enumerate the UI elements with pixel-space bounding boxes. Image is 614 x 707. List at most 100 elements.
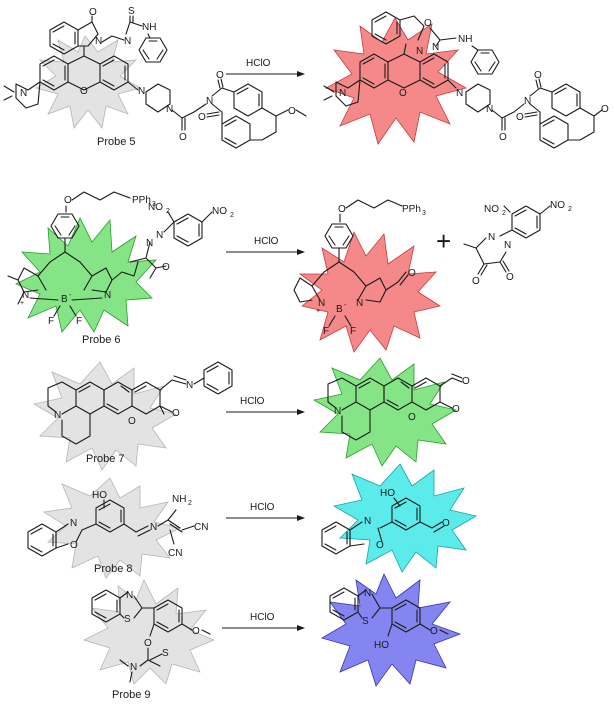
atom-N-6d: N: [156, 230, 163, 241]
atom-2-b6a: 2: [502, 210, 506, 217]
probe-8-reaction: HO N O N NH 2 CN CN Probe 8 HClO HO: [27, 463, 478, 579]
atom-N-9: N: [126, 590, 133, 601]
atom-O-7b: O: [172, 408, 180, 419]
atom-O-p7c: O: [462, 376, 470, 387]
atom-plus-6: +: [20, 300, 24, 307]
byproduct-6-structure: NO 2 NO 2 N N O O: [463, 200, 572, 287]
probe-7-label: Probe 7: [86, 453, 125, 465]
atom-O-6b: O: [162, 262, 170, 273]
probe-7-reaction: O O N N Probe 7 HClO O O O: [32, 357, 470, 471]
atom-N-p5c: N: [339, 88, 346, 99]
probe-8-structure: HO N O N NH 2 CN CN: [27, 490, 208, 559]
atom-NO-b6b: NO: [550, 200, 565, 211]
atom-S-9a: S: [124, 614, 131, 625]
atom-N-5c: N: [20, 88, 27, 99]
atom-N-p5b: N: [416, 46, 423, 57]
probe-5-structure: O N N S NH O N N: [3, 6, 307, 149]
atom-O-6a: O: [64, 195, 72, 206]
product-6-glow: [298, 230, 442, 353]
atom-plus-p6: +: [316, 308, 320, 315]
atom-N-5b: N: [124, 36, 131, 47]
atom-O-5e: O: [198, 112, 206, 123]
probe-6-reaction: O PPh 3 N + N B - F F N N: [7, 191, 572, 353]
atom-N-p9: N: [364, 588, 371, 599]
atom-N-6c: N: [146, 238, 153, 249]
atom-O-p8b: O: [376, 540, 384, 551]
atom-O-p7a: O: [408, 412, 416, 423]
product-9-glow: [320, 573, 462, 687]
probe-5-glow: [34, 35, 142, 129]
reagent-label-5: HClO: [250, 612, 275, 623]
plus-sign: +: [436, 226, 451, 256]
reagent-label-2: HClO: [254, 236, 279, 247]
product-7-glow: [312, 357, 458, 467]
atom-NO-6a: NO: [148, 202, 163, 213]
probe-5-reaction: O N N S NH O N N: [3, 6, 609, 149]
atom-O-9a: O: [192, 626, 200, 637]
atom-N-5d: N: [138, 86, 145, 97]
atom-O-b6b: O: [506, 272, 514, 283]
atom-N-5a: N: [95, 36, 102, 47]
atom-N-7b: N: [54, 410, 61, 421]
atom-N-5f: N: [206, 96, 213, 107]
atom-O-p6a: O: [338, 204, 346, 215]
atom-N-p6b: N: [356, 298, 363, 309]
atom-S-p9: S: [362, 616, 369, 627]
atom-O-5b: O: [80, 86, 88, 97]
atom-O-5d: O: [216, 70, 224, 81]
probe-7-glow: [32, 361, 178, 471]
atom-3-p6: 3: [422, 210, 426, 217]
atom-O-p8a: O: [442, 518, 450, 529]
atom-O-5f: O: [288, 106, 296, 117]
atom-O-8a: O: [70, 540, 78, 551]
atom-F-p6a: F: [323, 326, 329, 337]
atom-minus-6: -: [69, 292, 72, 299]
atom-NH-p5a: NH: [458, 34, 472, 45]
atom-N-7: N: [186, 380, 193, 391]
atom-O-7a: O: [128, 416, 136, 427]
atom-HO-p8: HO: [380, 488, 395, 499]
atom-N-9b: N: [130, 662, 137, 673]
probe-6-label: Probe 6: [82, 334, 121, 346]
atom-N-6a: N: [22, 290, 29, 301]
atom-PPh-6: PPh: [132, 195, 151, 206]
atom-N-p5e: N: [486, 104, 493, 115]
reagent-label-3: HClO: [240, 396, 265, 407]
atom-N-6b: N: [104, 290, 111, 301]
atom-B-p6: B: [336, 304, 343, 315]
atom-N-b6b: N: [504, 240, 511, 251]
atom-O-p5e: O: [516, 112, 524, 123]
probe-8-label: Probe 8: [94, 563, 133, 575]
atom-N-p7: N: [334, 406, 341, 417]
atom-O-5c: O: [179, 132, 187, 143]
atom-2-6a: 2: [166, 208, 170, 215]
atom-F-p6b: F: [350, 326, 356, 337]
probe-8-glow: [42, 477, 182, 579]
atom-NH-8: NH: [172, 494, 186, 505]
probe-5-label: Probe 5: [97, 136, 136, 148]
probe-9-reaction: N S O O S N Probe 9 HClO N S: [82, 573, 462, 701]
atom-O-5a: O: [89, 7, 97, 18]
atom-NH-5a: NH: [142, 22, 156, 33]
probe-7-structure: O O N N: [47, 361, 233, 445]
atom-HO-8: HO: [92, 490, 107, 501]
atom-CN-8a: CN: [194, 522, 208, 533]
atom-NO-b6a: NO: [484, 204, 499, 215]
atom-O-p5f: O: [601, 104, 609, 115]
atom-N-b6a: N: [488, 232, 495, 243]
atom-B-6: B: [61, 294, 68, 305]
product-6-structure: O PPh 3 N + N B - F F O: [293, 199, 426, 337]
product-9-structure: N S O HO: [329, 587, 449, 651]
reagent-label-1: HClO: [246, 58, 271, 69]
atom-O-p5b: O: [399, 88, 407, 99]
atom-N-8a: N: [70, 518, 77, 529]
atom-N-p6a: N: [318, 298, 325, 309]
reagent-label-4: HClO: [250, 502, 275, 513]
probe-6-structure: O PPh 3 N + N B - F F N N: [7, 191, 234, 327]
atom-N-p5d: N: [456, 88, 463, 99]
atom-O-p5d: O: [534, 70, 542, 81]
atom-O-p5c: O: [499, 132, 507, 143]
probe-9-glow: [82, 579, 216, 685]
atom-N-p5f: N: [524, 96, 531, 107]
atom-O-p7b: O: [452, 404, 460, 415]
